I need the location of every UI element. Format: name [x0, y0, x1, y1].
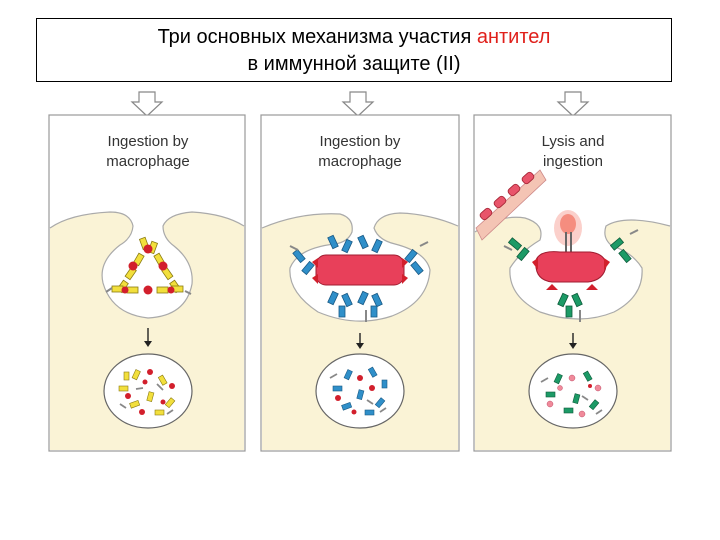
panel-2-label-line-2: macrophage: [318, 153, 401, 170]
phagolysosome: [103, 353, 193, 429]
title-line-1: Три основных механизма участия антител: [37, 24, 671, 51]
incoming-arrow-icon: [557, 91, 589, 117]
phagolysosome: [528, 353, 618, 429]
panel-2-label-line-1: Ingestion by: [320, 133, 401, 150]
yellow-antibody-triangle: [105, 236, 192, 295]
panel-3-label-line-1: Lysis and: [542, 133, 605, 150]
panel-1-label-line-1: Ingestion by: [108, 133, 189, 150]
macrophage-membrane: [50, 212, 244, 450]
red-blood-cell-chain: [475, 169, 547, 241]
panel-2: Ingestion by macrophage: [260, 91, 460, 452]
lysed-pathogen: [503, 229, 639, 322]
panel-1-label-line-2: macrophage: [106, 153, 189, 170]
panel-3: Lysis and ingestion: [473, 91, 672, 452]
incoming-arrow-icon: [342, 91, 374, 117]
digested-fragments: [118, 369, 176, 416]
digested-fragments: [540, 370, 603, 418]
membrane-outline: [49, 211, 245, 319]
title-main: Три основных механизма участия: [157, 26, 472, 48]
panel-3-label-line-2: ingestion: [543, 153, 603, 170]
incoming-arrow-icon: [131, 91, 163, 117]
title-accent: антител: [476, 26, 551, 48]
complement-pore-glow: [554, 210, 582, 254]
panel-1: Ingestion by macrophage: [48, 91, 246, 452]
coated-pathogen: [289, 234, 429, 322]
macrophage-membrane: [262, 213, 458, 450]
digested-fragments: [329, 366, 388, 416]
membrane-outline: [261, 212, 459, 322]
title-line-2: в иммунной защите (II): [247, 53, 461, 75]
title-box: Три основных механизма участия антител в…: [36, 18, 672, 82]
membrane-outline: [474, 216, 671, 320]
